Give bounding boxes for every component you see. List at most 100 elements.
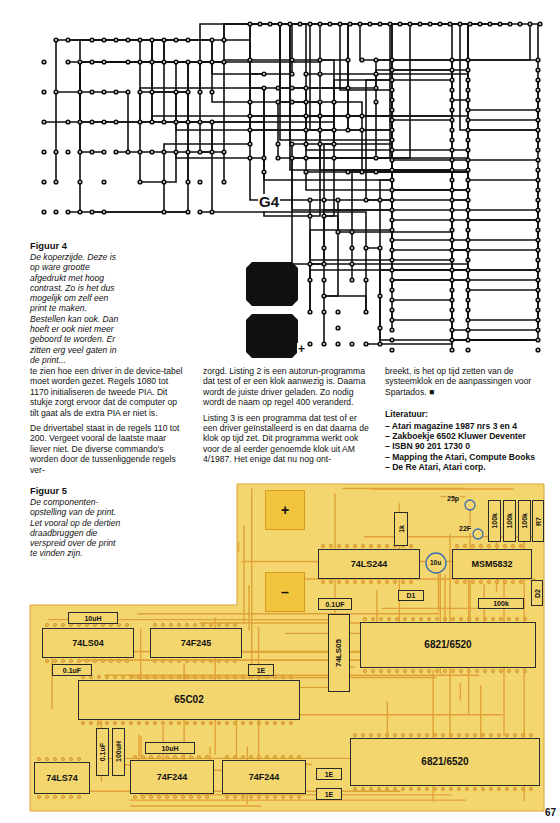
component-label: 100k — [521, 513, 528, 529]
pin-pad — [181, 795, 184, 798]
drill-hole — [43, 61, 45, 63]
solder-pad — [275, 141, 280, 146]
solder-pad — [303, 113, 308, 118]
text-column: te zien hoe een driver in de device-tabe… — [30, 366, 188, 480]
drill-hole — [91, 61, 93, 63]
pin-pad — [489, 733, 492, 736]
solder-pad — [137, 89, 142, 94]
drill-hole — [391, 89, 393, 91]
drill-hole — [451, 339, 453, 341]
drill-hole — [451, 319, 453, 321]
solder-pad — [535, 177, 540, 182]
pin-pad — [481, 733, 484, 736]
solder-pad — [389, 297, 394, 302]
solder-pad — [101, 149, 106, 154]
solder-pad — [209, 89, 214, 94]
drill-hole — [163, 39, 165, 41]
ic-chip: 6821/6520 — [360, 622, 536, 668]
pin-pad — [161, 721, 164, 724]
solder-pad — [373, 169, 378, 174]
pin-pad — [425, 733, 428, 736]
ic-chip: 74F245 — [150, 628, 242, 658]
drill-hole — [391, 159, 393, 161]
solder-pad — [373, 99, 378, 104]
drill-hole — [329, 23, 331, 25]
drill-hole — [451, 119, 453, 121]
drill-hole — [467, 229, 469, 231]
solder-pad — [349, 261, 354, 266]
ic-chip: 65C02 — [78, 680, 300, 720]
pin-pad — [109, 659, 112, 662]
copper-trace — [80, 62, 104, 152]
drill-hole — [365, 247, 367, 249]
copper-trace — [200, 24, 260, 152]
drill-hole — [379, 23, 381, 25]
solder-pad — [327, 21, 332, 26]
solder-pad — [307, 261, 312, 266]
component-label: 74F244 — [157, 773, 188, 782]
diode-box: D2 — [531, 580, 543, 606]
copper-trace — [468, 220, 538, 270]
solder-pad — [287, 21, 292, 26]
reference-item: – ISBN 90 201 1730 0 — [385, 441, 543, 451]
solder-pad — [53, 179, 58, 184]
solder-pad — [389, 277, 394, 282]
drill-hole — [323, 215, 325, 217]
solder-pad — [363, 341, 368, 346]
drill-hole — [451, 59, 453, 61]
solder-pad — [449, 117, 454, 122]
drill-hole — [537, 329, 539, 331]
drill-hole — [537, 119, 539, 121]
pin-pad — [369, 544, 372, 547]
pin-pad — [409, 733, 412, 736]
pin-pad — [217, 623, 220, 626]
pin-pad — [379, 617, 382, 620]
board-marking: G4 — [258, 194, 280, 211]
pin-pad — [467, 669, 470, 672]
component-value: 25p — [446, 495, 460, 503]
solder-pad — [377, 245, 382, 250]
drill-hole — [451, 249, 453, 251]
solder-pad — [65, 209, 70, 214]
drill-hole — [323, 311, 325, 313]
drill-hole — [259, 23, 261, 25]
solder-pad — [41, 149, 46, 154]
drill-hole — [305, 157, 307, 159]
solder-pad — [535, 247, 540, 252]
solder-pad — [359, 127, 364, 132]
component-value: 10u — [430, 559, 441, 566]
solder-pad — [449, 327, 454, 332]
ic-chip: MSM5832 — [452, 549, 532, 579]
copper-trace — [392, 310, 452, 320]
solder-pad — [337, 21, 342, 26]
drill-hole — [277, 143, 279, 145]
solder-pad — [389, 317, 394, 322]
pin-pad — [189, 795, 192, 798]
ic-chip: 6821/6520 — [350, 738, 540, 786]
pin-pad — [225, 659, 228, 662]
pin-pad — [249, 795, 252, 798]
drill-hole — [103, 39, 105, 41]
pin-pad — [521, 787, 524, 790]
drill-hole — [361, 129, 363, 131]
solder-pad — [389, 167, 394, 172]
drill-hole — [409, 23, 411, 25]
drill-hole — [139, 39, 141, 41]
solder-pad — [465, 287, 470, 292]
pin-pad — [503, 580, 506, 583]
solder-pad — [303, 71, 308, 76]
pin-pad — [425, 787, 428, 790]
solder-pad — [465, 297, 470, 302]
solder-pad — [185, 149, 190, 154]
copper-trace — [380, 200, 538, 340]
drill-hole — [199, 61, 201, 63]
solder-pad — [465, 157, 470, 162]
drill-hole — [291, 101, 293, 103]
pin-pad — [149, 795, 152, 798]
drill-hole — [391, 109, 393, 111]
copper-trace — [320, 24, 392, 170]
solder-pad — [185, 59, 190, 64]
copper-trace — [306, 110, 468, 158]
drill-hole — [55, 91, 57, 93]
drill-hole — [347, 87, 349, 89]
